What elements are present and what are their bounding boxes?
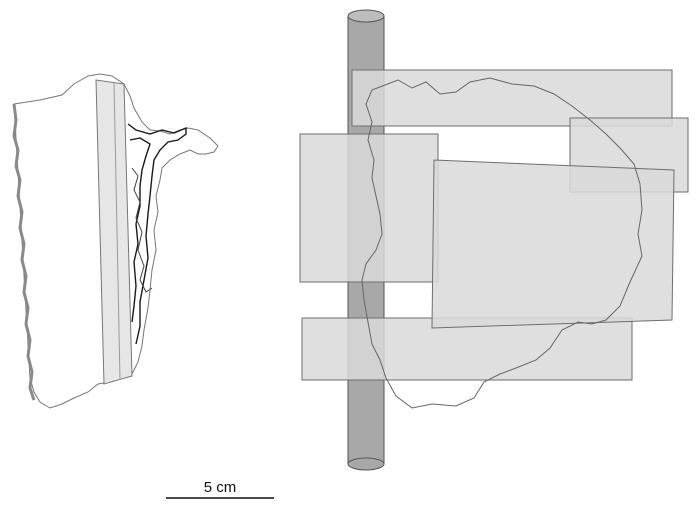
profile-flange-outer (127, 123, 187, 345)
scale-bar: 5 cm (166, 479, 274, 499)
profile-groove-band (95, 79, 133, 385)
profile-groove-inner-line (113, 81, 121, 381)
profile-flange-inner (129, 137, 151, 323)
rod-bottom (347, 457, 385, 471)
profile-view (12, 73, 219, 409)
plan-fragment-outline (361, 77, 643, 409)
profile-left-edge (12, 103, 36, 401)
plate-top (351, 69, 673, 127)
plan-view (299, 9, 689, 471)
profile-flange-crack (131, 167, 153, 293)
plates (299, 69, 689, 381)
plate-center-large (431, 159, 675, 329)
rod-top (347, 9, 385, 23)
scale-bar-label: 5 cm (204, 479, 237, 496)
plate-bottom (301, 317, 633, 381)
plate-left (299, 133, 439, 283)
